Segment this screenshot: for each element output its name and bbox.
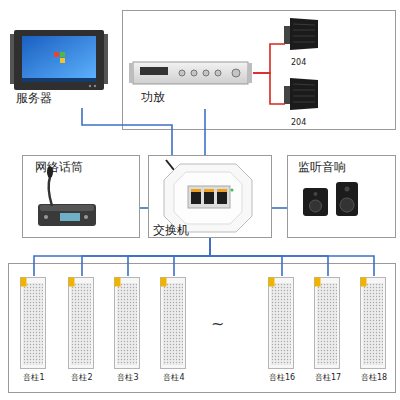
monitor-speaker-illustration: [303, 182, 358, 216]
column-speaker: 音柱17: [309, 276, 347, 388]
speaker-wire: [253, 44, 285, 73]
column-speaker: 音柱1: [15, 276, 53, 388]
column-speaker: 音柱16: [263, 276, 301, 388]
node-label: 204: [291, 59, 306, 67]
switch-box: 交换机: [148, 155, 272, 238]
node-label: 音柱16: [263, 374, 301, 382]
speaker-wire: [253, 73, 285, 104]
amplifier-node: 功放: [131, 61, 253, 109]
server-node: 服务器: [12, 28, 106, 108]
node-label: 204: [291, 119, 306, 127]
network-cable: [174, 238, 210, 276]
network-cable: [210, 238, 282, 276]
column-speaker: 音柱4: [155, 276, 193, 388]
column-speaker: 音柱2: [63, 276, 101, 388]
network-cable: [140, 207, 148, 209]
node-label: 音柱17: [309, 374, 347, 382]
ellipsis-mark: ~: [211, 316, 224, 332]
group-box: 功放 204 204: [122, 10, 396, 130]
monitor-box: 监听音响: [287, 155, 396, 238]
wall-speaker-illustration: [284, 18, 318, 110]
node-label: 音柱2: [63, 374, 101, 382]
node-label: 音柱3: [109, 374, 147, 382]
microphone-box: 网络话筒: [22, 155, 140, 238]
network-cable: [82, 238, 210, 276]
node-label: 交换机: [153, 224, 189, 236]
column-speaker: 音柱3: [109, 276, 147, 388]
network-cable: [272, 207, 287, 209]
network-cable: [82, 108, 172, 155]
speaker-node: 204: [285, 17, 325, 71]
switch-illustration: [164, 160, 252, 232]
node-label: 音柱4: [155, 374, 193, 382]
network-cable: [210, 238, 374, 276]
node-label: 音柱1: [15, 374, 53, 382]
node-label: 音柱18: [355, 374, 393, 382]
network-cable: [128, 238, 210, 276]
microphone-illustration: [38, 166, 96, 226]
server-illustration: [10, 30, 108, 90]
speaker-node: 204: [285, 77, 325, 131]
network-cable: [204, 109, 206, 155]
column-speaker: 音柱18: [355, 276, 393, 388]
network-cable: [34, 238, 210, 276]
group-box: 音柱1 音柱2 音柱3 音柱4 音柱16 音柱17 音柱18: [8, 263, 396, 393]
node-label: 网络话筒: [35, 161, 83, 173]
network-cable: [210, 238, 328, 276]
amplifier-illustration: [129, 62, 252, 84]
column-speaker-illustration: [21, 278, 386, 369]
node-label: 功放: [141, 91, 165, 103]
node-label: 监听音响: [298, 161, 346, 173]
node-label: 服务器: [16, 92, 52, 104]
